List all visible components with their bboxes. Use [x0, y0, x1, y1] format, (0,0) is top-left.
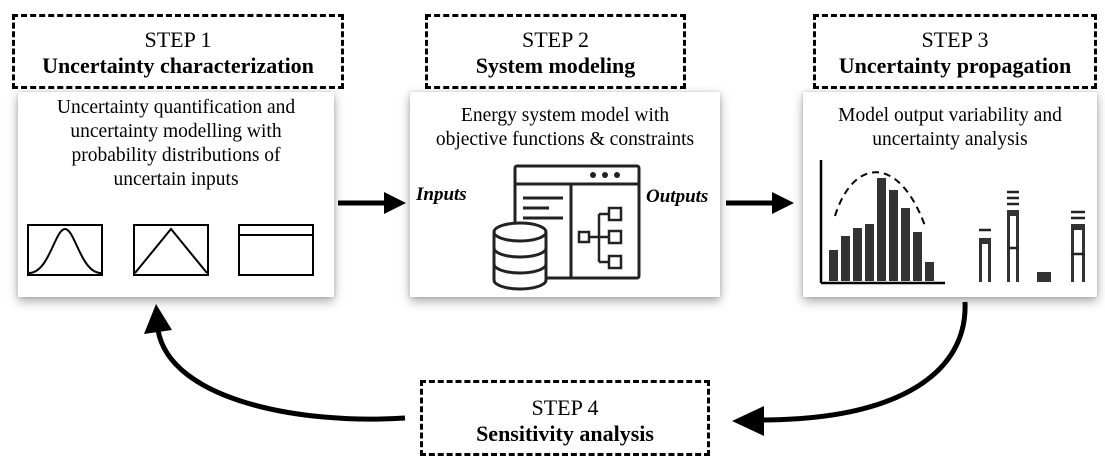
step1-panel: Uncertainty quantification and uncertain…	[18, 92, 334, 297]
step4-box: STEP 4 Sensitivity analysis	[420, 380, 710, 456]
arrow-step2-to-step3	[726, 192, 794, 214]
step3-number: STEP 3	[921, 27, 989, 52]
step2-box: STEP 2 System modeling	[425, 14, 686, 89]
output-bars-icon	[979, 190, 1085, 282]
step2-panel: Energy system model with objective funct…	[410, 92, 720, 297]
histogram-icon	[819, 160, 945, 285]
step4-number: STEP 4	[531, 395, 599, 420]
triangular-distribution-icon	[133, 224, 209, 276]
step2-desc-line: Energy system model with	[460, 105, 670, 126]
step1-description: Uncertainty quantification and uncertain…	[18, 96, 334, 192]
step1-desc-line: uncertain inputs	[113, 169, 239, 190]
step3-desc-line: uncertainty analysis	[872, 129, 1028, 150]
step3-title: Uncertainty propagation	[838, 53, 1072, 78]
step4-title: Sensitivity analysis	[476, 421, 654, 446]
step1-desc-line: Uncertainty quantification and	[56, 97, 296, 118]
step1-desc-line: probability distributions of	[71, 145, 281, 166]
step2-title: System modeling	[475, 53, 636, 78]
inputs-label: Inputs	[416, 184, 467, 205]
uniform-distribution-icon	[238, 224, 314, 276]
step1-title: Uncertainty characterization	[42, 53, 314, 78]
step2-description: Energy system model with objective funct…	[410, 104, 720, 152]
normal-distribution-icon	[27, 224, 103, 276]
step3-desc-line: Model output variability and	[838, 105, 1062, 126]
outputs-label: Outputs	[646, 186, 709, 207]
arrow-step1-to-step2	[338, 192, 406, 214]
step1-box: STEP 1 Uncertainty characterization	[12, 14, 344, 89]
step2-number: STEP 2	[521, 27, 590, 52]
step2-desc-line: objective functions & constraints	[435, 129, 695, 150]
step3-panel: Model output variability and uncertainty…	[803, 92, 1097, 297]
step3-box: STEP 3 Uncertainty propagation	[813, 14, 1097, 89]
step1-desc-line: uncertainty modelling with	[70, 121, 282, 142]
step3-description: Model output variability and uncertainty…	[803, 104, 1097, 152]
step1-number: STEP 1	[144, 27, 212, 52]
database-icon	[492, 221, 548, 291]
